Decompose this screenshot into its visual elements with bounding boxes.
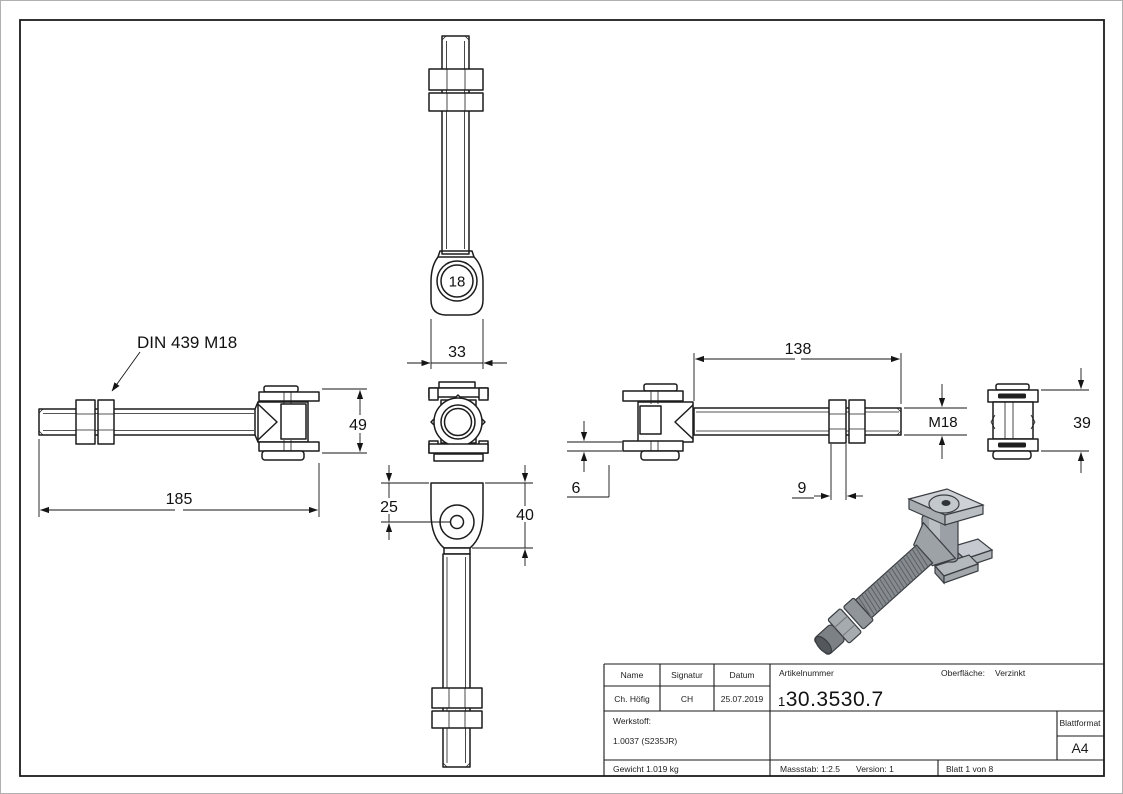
dim-thread-length: 138 (785, 341, 812, 358)
hinge-eye-circle-inner (440, 264, 474, 298)
werkstoff-label: Werkstoff: (613, 716, 651, 726)
artikelnummer-value: 130.3530.7 (778, 688, 884, 711)
dim-head-width: 33 (448, 344, 466, 361)
dim-bracket-height-group: 49 (322, 388, 367, 454)
artikelnummer-label: Artikelnummer (779, 668, 834, 678)
dim-thread-length-group: 138 (693, 341, 902, 404)
view-front-top: 18 33 (407, 35, 507, 369)
dim-thread: M18 (928, 414, 957, 431)
view-front-bottom: 25 40 (378, 465, 537, 768)
version-value: Version: 1 (856, 764, 894, 774)
werkstoff-value: 1.0037 (S235JR) (613, 736, 678, 746)
dim-thread-group: M18 (904, 384, 967, 459)
view-side-right: 138 M18 9 6 (567, 341, 967, 500)
dim-hole-offset: 25 (380, 499, 398, 516)
dim-nut-thickness-group: 9 (792, 444, 863, 500)
gewicht-value: Gewicht 1.019 kg (613, 764, 679, 774)
dim-total-length: 185 (166, 491, 193, 508)
dim-nut-thickness: 9 (798, 480, 807, 497)
title-block-grid (603, 663, 1104, 776)
datum-value: 25.07.2019 (720, 693, 764, 704)
blattformat-label: Blattformat (1059, 717, 1101, 728)
oberflaeche-label: Oberfläche: (941, 668, 985, 678)
dim-end-height: 39 (1073, 415, 1091, 432)
din-note-leader (111, 351, 141, 392)
dim-total-length-group: 185 (38, 439, 320, 517)
dim-end-height-group: 39 (1041, 368, 1091, 473)
datum-label: Datum (729, 669, 755, 680)
massstab-value: Massstab: 1:2.5 (780, 764, 841, 774)
name-value: Ch. Höfig (614, 693, 650, 704)
signatur-value: CH (680, 693, 694, 704)
view-axial (428, 381, 489, 462)
view-side-left: DIN 439 M18 49 185 (38, 333, 367, 517)
din-note: DIN 439 M18 (137, 333, 237, 352)
hinge-eye-circle-outer (436, 260, 478, 302)
blattformat-value: A4 (1071, 740, 1089, 756)
dim-hole-diameter: 18 (449, 274, 466, 291)
blatt-value: Blatt 1 von 8 (946, 764, 994, 774)
signatur-label: Signatur (671, 669, 703, 680)
view-end-right: 39 (987, 368, 1091, 473)
dim-hole-offset-group: 25 (378, 465, 451, 540)
sheet-frame (19, 19, 1105, 777)
oberflaeche-value: Verzinkt (995, 668, 1026, 678)
dim-plate-thickness-group: 6 (567, 421, 622, 498)
dim-plate-thickness: 6 (572, 480, 581, 497)
isometric-view (814, 488, 994, 655)
dim-head-width-group: 33 (407, 319, 507, 369)
iso-rod (814, 521, 957, 655)
name-label: Name (620, 669, 644, 680)
engraving-mark (998, 442, 1026, 448)
dim-head-height: 40 (516, 507, 534, 524)
engraving-mark (998, 393, 1026, 399)
dim-head-height-group: 40 (472, 465, 537, 566)
dim-bracket-height: 49 (349, 417, 367, 434)
